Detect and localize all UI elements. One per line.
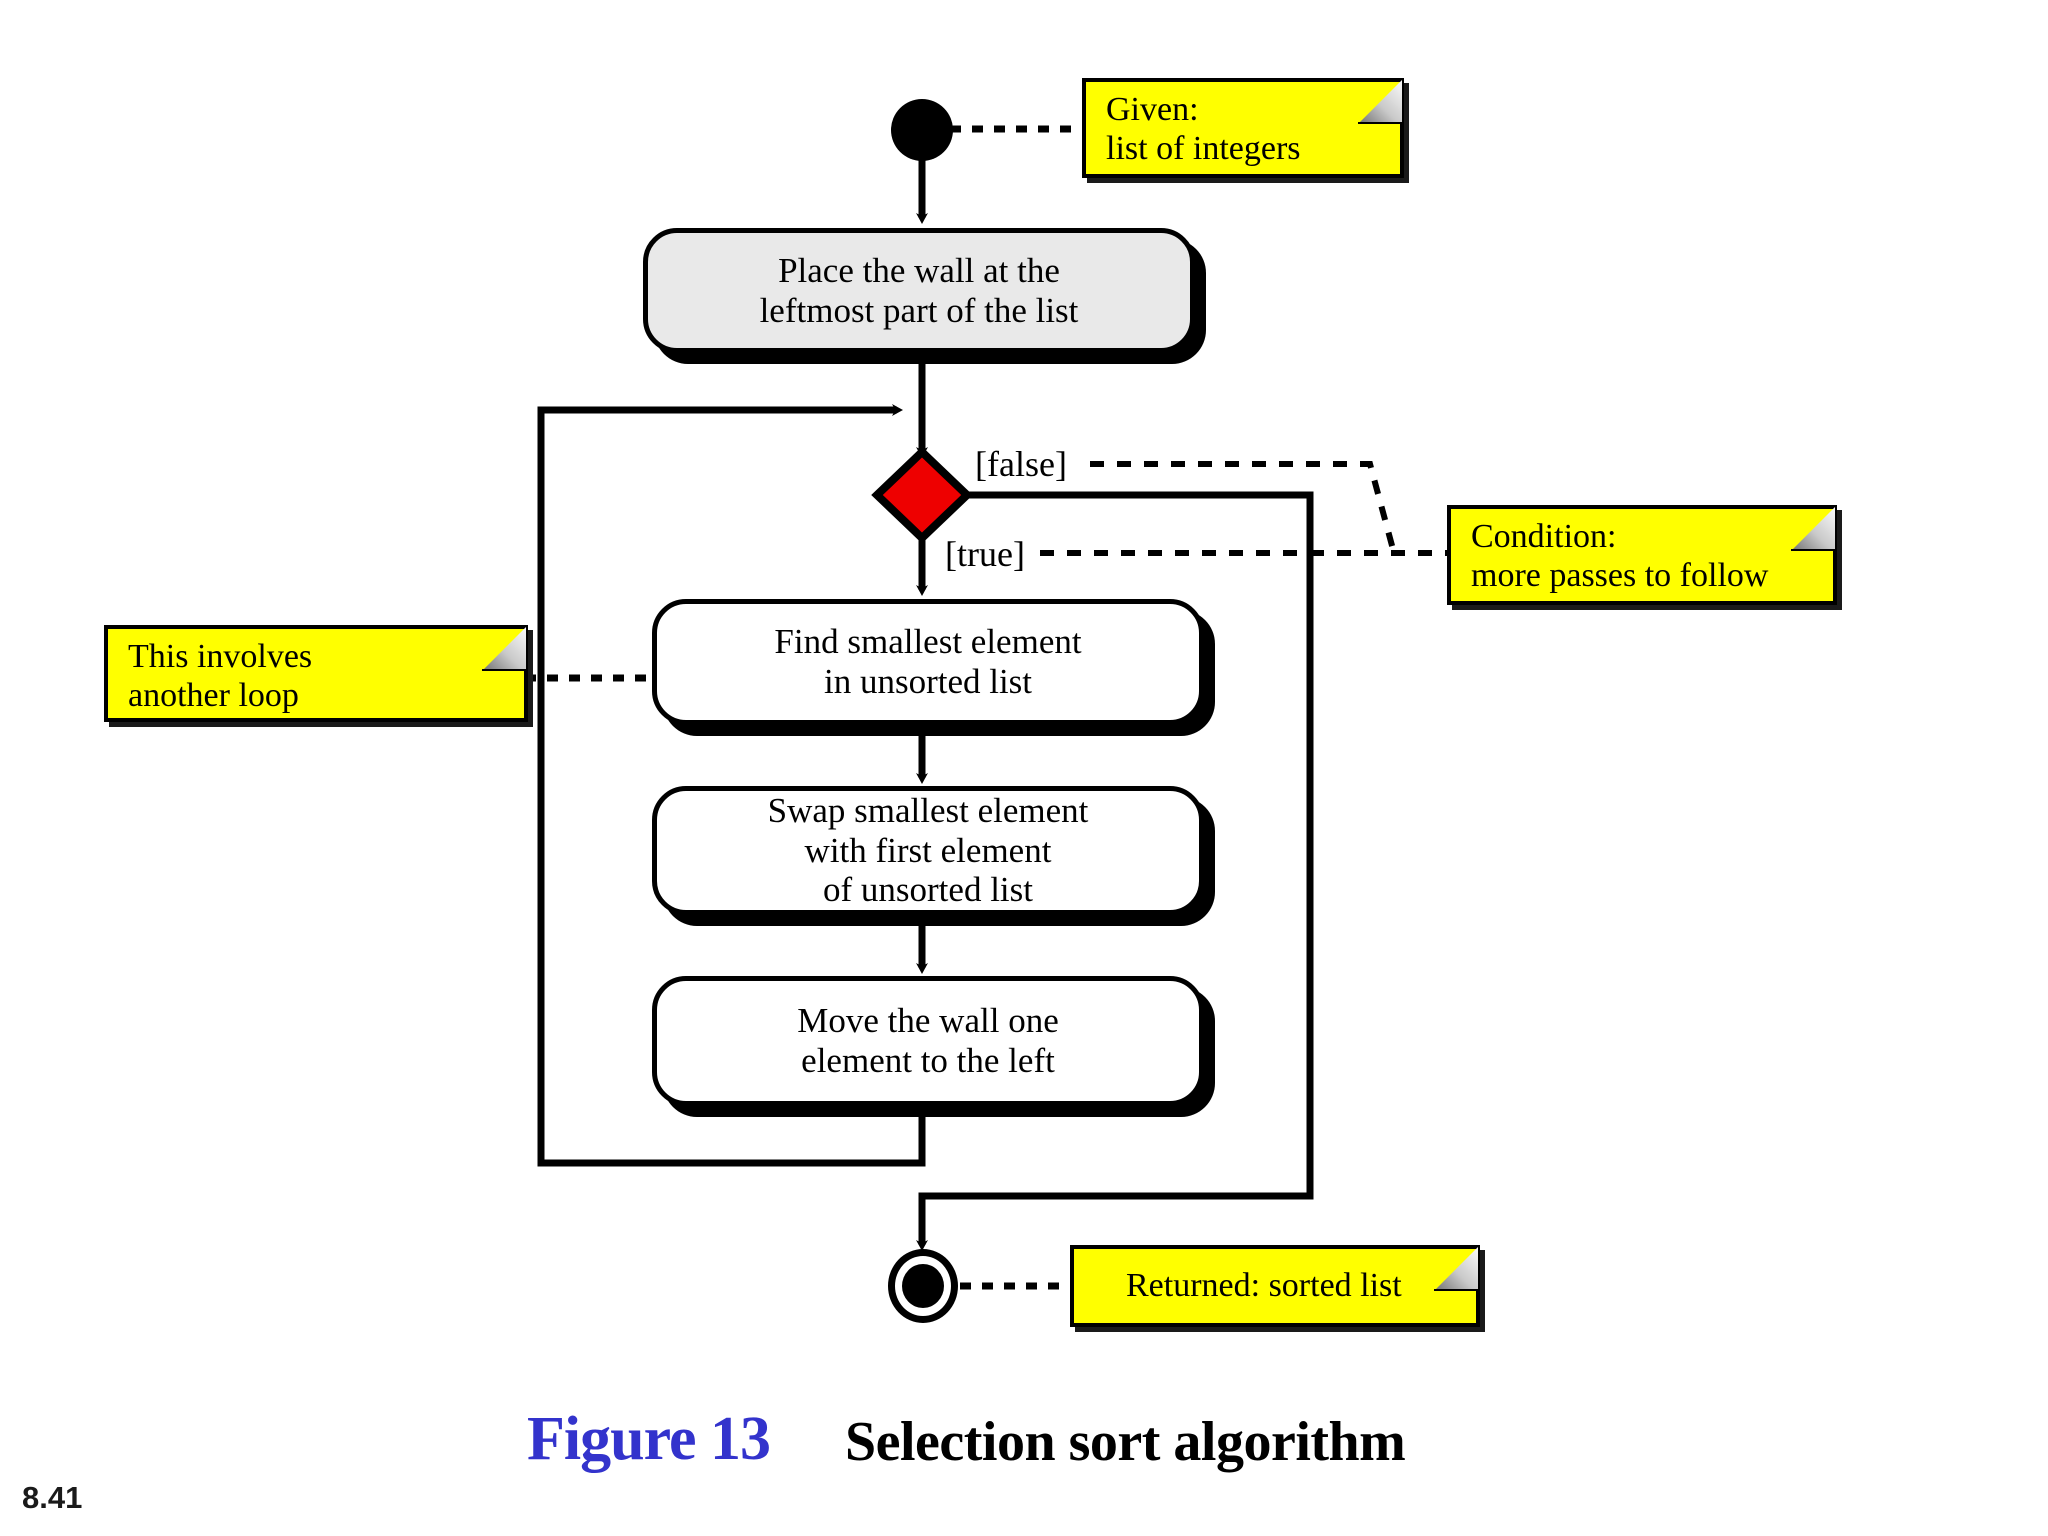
activity-find-smallest-label: Find smallest element in unsorted list (774, 622, 1082, 701)
note-given[interactable]: Given: list of integers (1082, 78, 1404, 178)
note-fold-corner-icon (482, 625, 528, 671)
note-returned-text: Returned: sorted list (1126, 1267, 1402, 1305)
note-fold-corner-icon (1434, 1245, 1480, 1291)
guard-false-label: [false] (975, 444, 1067, 484)
figure-title: Selection sort algorithm (845, 1411, 1406, 1473)
final-node[interactable] (888, 1249, 958, 1323)
figure-label: Figure 13 (527, 1405, 771, 1473)
note-condition[interactable]: Condition: more passes to follow (1447, 505, 1837, 605)
note-condition-text: Condition: more passes to follow (1471, 518, 1769, 595)
guard-true-label: [true] (945, 534, 1025, 574)
note-another-loop-text: This involves another loop (128, 638, 313, 715)
final-node-core (902, 1264, 944, 1308)
note-fold-corner-icon (1791, 505, 1837, 551)
initial-node[interactable] (891, 99, 953, 161)
note-fold-corner-icon (1358, 78, 1404, 124)
activity-move-wall-label: Move the wall one element to the left (797, 1001, 1059, 1080)
activity-move-wall[interactable]: Move the wall one element to the left (652, 976, 1204, 1106)
note-another-loop[interactable]: This involves another loop (104, 625, 528, 722)
note-returned[interactable]: Returned: sorted list (1070, 1245, 1480, 1327)
activity-place-wall[interactable]: Place the wall at the leftmost part of t… (643, 228, 1195, 353)
decision-diamond (871, 446, 973, 544)
page-number: 8.41 (22, 1480, 83, 1515)
activity-place-wall-label: Place the wall at the leftmost part of t… (759, 250, 1079, 330)
activity-swap-smallest-label: Swap smallest element with first element… (767, 790, 1089, 910)
edge-false-to-end (916, 491, 1314, 1251)
note-given-text: Given: list of integers (1106, 91, 1301, 168)
anchor-false-to-condition-note (1090, 461, 1397, 554)
edge-loop-back (537, 404, 926, 1167)
activity-swap-smallest[interactable]: Swap smallest element with first element… (652, 786, 1204, 915)
activity-find-smallest[interactable]: Find smallest element in unsorted list (652, 599, 1204, 725)
